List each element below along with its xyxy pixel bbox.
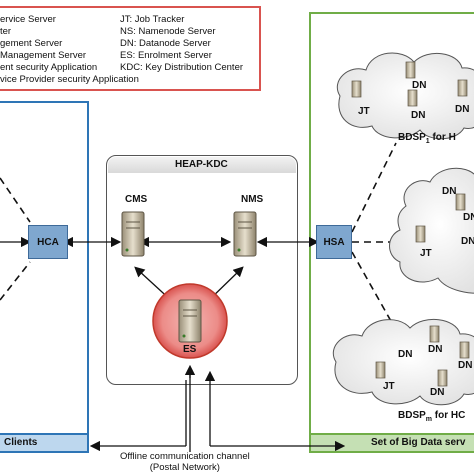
server-icon <box>457 79 468 97</box>
jt-label: JT <box>383 381 395 392</box>
server-icon <box>407 89 418 107</box>
legend-box: ervice Server ter gement Server Manageme… <box>0 6 261 91</box>
bdsp-cloud-1 <box>337 52 474 140</box>
dn-label: DN <box>463 212 474 223</box>
server-icon <box>429 325 440 343</box>
hca-node: HCA <box>28 225 68 259</box>
dashed-link <box>351 251 397 331</box>
bdsp-cloud-3 <box>333 318 474 406</box>
legend-item: JT: Job Tracker <box>120 14 185 25</box>
jt-label: JT <box>420 248 432 259</box>
server-icon <box>455 193 466 211</box>
legend-item: ent security Application <box>0 62 98 73</box>
dn-label: DN <box>455 104 470 115</box>
legend-item: gement Server <box>0 38 63 49</box>
big-data-footer-label: Set of Big Data serv <box>371 437 466 448</box>
clients-footer: Clients <box>0 433 89 453</box>
server-icon <box>375 361 386 379</box>
dn-label: DN <box>428 344 443 355</box>
bdsp-cloud-2 <box>389 167 474 294</box>
cms-server-icon <box>121 211 145 257</box>
dashed-link <box>0 261 31 301</box>
cms-label: CMS <box>125 194 148 205</box>
dashed-link <box>0 177 31 223</box>
hsa-node: HSA <box>316 225 352 259</box>
legend-item: Management Server <box>0 50 87 61</box>
legend-item: vice Provider security Application <box>0 74 139 85</box>
server-icon <box>437 369 448 387</box>
legend-item: ter <box>0 26 12 37</box>
heap-kdc-header <box>108 157 296 173</box>
server-icon <box>415 225 426 243</box>
clients-panel <box>0 101 89 453</box>
bdsp-caption: BDSP1 for H <box>398 132 456 145</box>
dn-label: DN <box>411 110 426 121</box>
es-label: ES <box>183 344 197 355</box>
nms-server-icon <box>233 211 257 257</box>
dn-label: DN <box>458 360 473 371</box>
legend-item: NS: Namenode Server <box>120 26 216 37</box>
dn-label: DN <box>430 387 445 398</box>
nms-label: NMS <box>241 194 264 205</box>
legend-item: ES: Enrolment Server <box>120 50 212 61</box>
big-data-providers-footer: Set of Big Data serv <box>309 433 474 453</box>
server-icon <box>459 341 470 359</box>
dn-label: DN <box>398 349 413 360</box>
clients-footer-label: Clients <box>4 437 38 448</box>
dn-label: DN <box>461 236 474 247</box>
offline-channel-line1: Offline communication channel <box>120 451 250 462</box>
server-icon <box>405 61 416 79</box>
legend-item: KDC: Key Distribution Center <box>120 62 244 73</box>
server-icon <box>351 80 362 98</box>
offline-channel-line2: (Postal Network) <box>149 462 220 473</box>
jt-label: JT <box>358 106 370 117</box>
heap-kdc-title: HEAP-KDC <box>175 159 228 170</box>
dn-label: DN <box>442 186 457 197</box>
legend-item: ervice Server <box>0 14 56 25</box>
dn-label: DN <box>412 80 427 91</box>
bdsp-caption: BDSPm for HC <box>398 410 466 423</box>
es-server-icon <box>178 299 202 343</box>
legend-item: DN: Datanode Server <box>120 38 211 49</box>
dashed-link <box>351 142 397 233</box>
offline-channel-label: Offline communication channel (Postal Ne… <box>120 451 250 473</box>
